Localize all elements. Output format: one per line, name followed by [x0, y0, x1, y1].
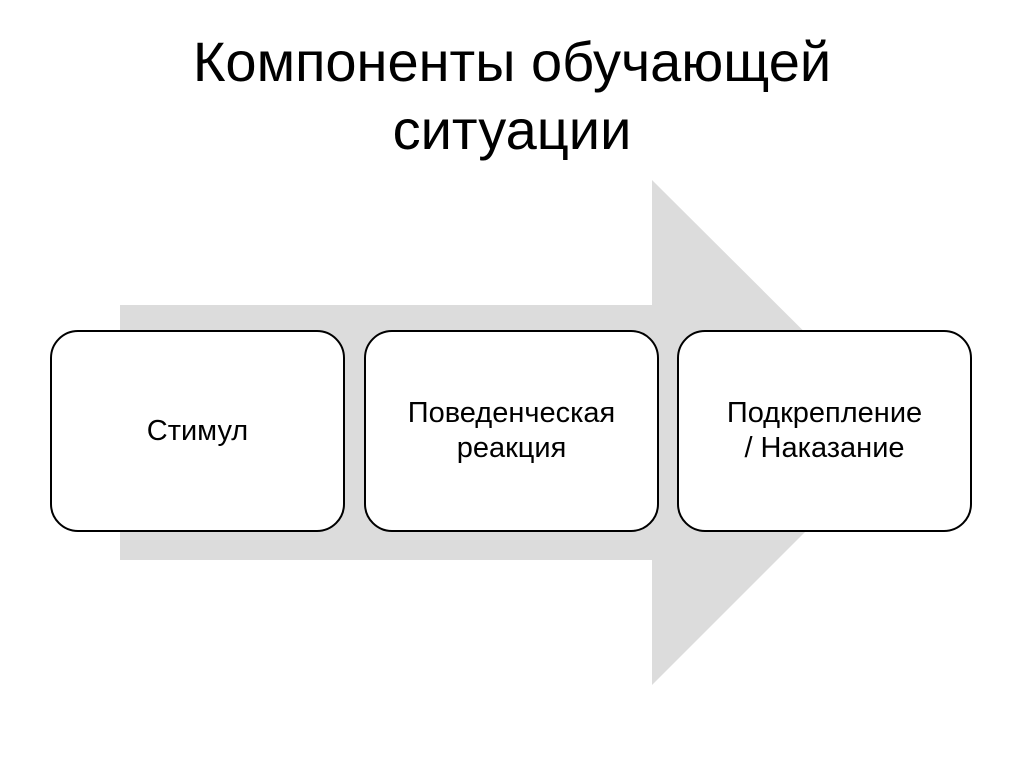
stimulus-box: Стимул [50, 330, 345, 532]
reinforcement-punishment-box: Подкрепление / Наказание [677, 330, 972, 532]
behavioral-response-label: Поведенческая реакция [407, 397, 616, 464]
page-title: Компоненты обучающей ситуации [0, 28, 1024, 164]
page-title-line-1: Компоненты обучающей [192, 30, 832, 93]
stimulus-label: Стимул [146, 414, 249, 447]
page-title-line-2: ситуации [392, 98, 632, 161]
behavioral-response-box: Поведенческая реакция [364, 330, 659, 532]
reinforcement-punishment-label: Подкрепление / Наказание [726, 397, 923, 464]
